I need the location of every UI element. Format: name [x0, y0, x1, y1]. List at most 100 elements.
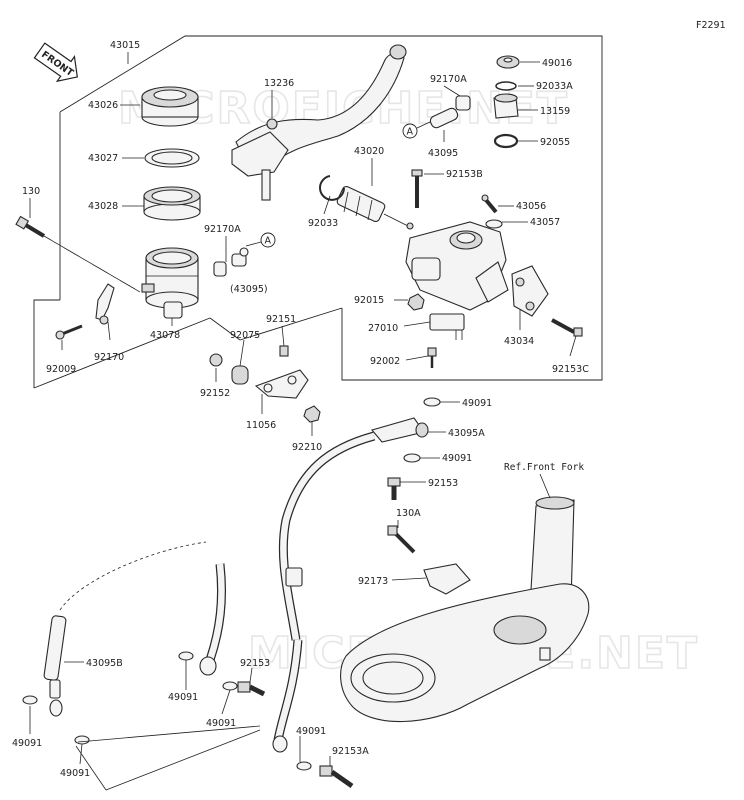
clamp-92170A-right [455, 95, 471, 111]
svg-text:A: A [265, 236, 272, 247]
washer-49091-mid [403, 453, 421, 463]
label-92151: 92151 [266, 314, 296, 325]
pin-92151 [279, 345, 289, 357]
label-92173: 92173 [358, 576, 388, 587]
brake-hose-lower-left [59, 541, 207, 611]
label-43020: 43020 [354, 146, 384, 157]
reservoir-cap-43026 [141, 86, 199, 127]
label-43028: 43028 [88, 201, 118, 212]
washer-49091-d [222, 681, 238, 691]
label-43015: 43015 [110, 40, 140, 51]
hose-43095 [429, 107, 459, 129]
bolt-130A [387, 525, 416, 554]
svg-text:A: A [407, 127, 414, 138]
ref-marker-a-left: A [245, 232, 276, 248]
label-13159: 13159 [540, 106, 570, 117]
label-43095-paren: (43095) [230, 284, 268, 295]
label-49091-e: 49091 [12, 738, 42, 749]
label-92009: 92009 [46, 364, 76, 375]
bushing-92075 [231, 365, 249, 385]
label-49091-g: 49091 [296, 726, 326, 737]
screw-92009 [55, 324, 83, 340]
circlip-92033 [319, 175, 345, 201]
diaphragm-plate-43027 [144, 148, 200, 168]
label-43056: 43056 [516, 201, 546, 212]
reservoir-43078 [141, 247, 199, 319]
label-13236: 13236 [264, 78, 294, 89]
cap-43057 [485, 219, 503, 229]
label-49016: 49016 [542, 58, 572, 69]
bracket-11056 [254, 369, 309, 399]
ref-marker-a-right: A [402, 121, 431, 139]
bleeder-43056 [481, 194, 498, 214]
bolt-92153-lower [237, 681, 266, 697]
label-43027: 43027 [88, 153, 118, 164]
front-fork-stem [340, 496, 590, 723]
label-92033: 92033 [308, 218, 338, 229]
bolt-92153A [319, 765, 354, 789]
label-43095: 43095 [428, 148, 458, 159]
assembly-frame [33, 35, 603, 389]
label-49091-c: 49091 [168, 692, 198, 703]
label-49091-d: 49091 [206, 718, 236, 729]
label-43026: 43026 [88, 100, 118, 111]
holder-43034 [511, 265, 549, 317]
label-43095B: 43095B [86, 658, 123, 669]
label-43057: 43057 [530, 217, 560, 228]
label-43095A: 43095A [448, 428, 485, 439]
washer-49091-e [22, 695, 38, 705]
clamp-92170A-left [213, 247, 249, 277]
bolt-92153B [411, 169, 423, 208]
clamp-92173 [423, 563, 471, 595]
nut-92015 [407, 293, 425, 311]
label-92153A: 92153A [332, 746, 369, 757]
label-49091-a: 49091 [462, 398, 492, 409]
switch-27010 [429, 313, 465, 340]
label-92152: 92152 [200, 388, 230, 399]
washer-92152 [209, 353, 223, 367]
label-43078: 43078 [150, 330, 180, 341]
label-49091-b: 49091 [442, 453, 472, 464]
hose-fitting-43095A [371, 417, 429, 443]
oring-92055 [493, 133, 519, 149]
label-92015: 92015 [354, 295, 384, 306]
piston-kit-43020 [336, 185, 414, 230]
label-43034: 43034 [504, 336, 534, 347]
label-49091-f: 49091 [60, 768, 90, 779]
label-92153-lower: 92153 [240, 658, 270, 669]
washer-49091-upper [423, 397, 441, 407]
callout-labels: 43015 43026 43027 43028 130 92170A (4309… [12, 40, 589, 779]
hose-43095B [43, 615, 67, 717]
master-cylinder-body [405, 221, 509, 311]
label-92153: 92153 [428, 478, 458, 489]
brake-hose-upper [278, 431, 376, 641]
label-92075: 92075 [230, 330, 260, 341]
diagram-id: F2291 [696, 20, 726, 31]
cap-49016 [496, 55, 520, 69]
label-ref-front-fork: Ref.Front Fork [504, 462, 584, 473]
label-92170A-right: 92170A [430, 74, 467, 85]
label-27010: 27010 [368, 323, 398, 334]
bracket-92170 [95, 283, 115, 325]
label-130: 130 [22, 186, 40, 197]
label-92170A-left: 92170A [204, 224, 241, 235]
label-92002: 92002 [370, 356, 400, 367]
front-direction-arrow: FRONT [33, 42, 78, 83]
bolt-92153C [551, 318, 583, 337]
bolt-130 [15, 215, 141, 293]
label-92170: 92170 [94, 352, 124, 363]
diaphragm-43028 [143, 186, 201, 221]
label-92210: 92210 [292, 442, 322, 453]
label-130A: 130A [396, 508, 421, 519]
label-11056: 11056 [246, 420, 276, 431]
screw-92002 [427, 347, 437, 368]
label-92153C: 92153C [552, 364, 589, 375]
bolt-92153 [387, 477, 401, 500]
nut-92210 [303, 405, 321, 423]
leader-lines [29, 52, 577, 791]
washer-49091-f [74, 735, 90, 745]
circlip-92033A [495, 81, 517, 91]
joint-13159 [493, 93, 519, 119]
